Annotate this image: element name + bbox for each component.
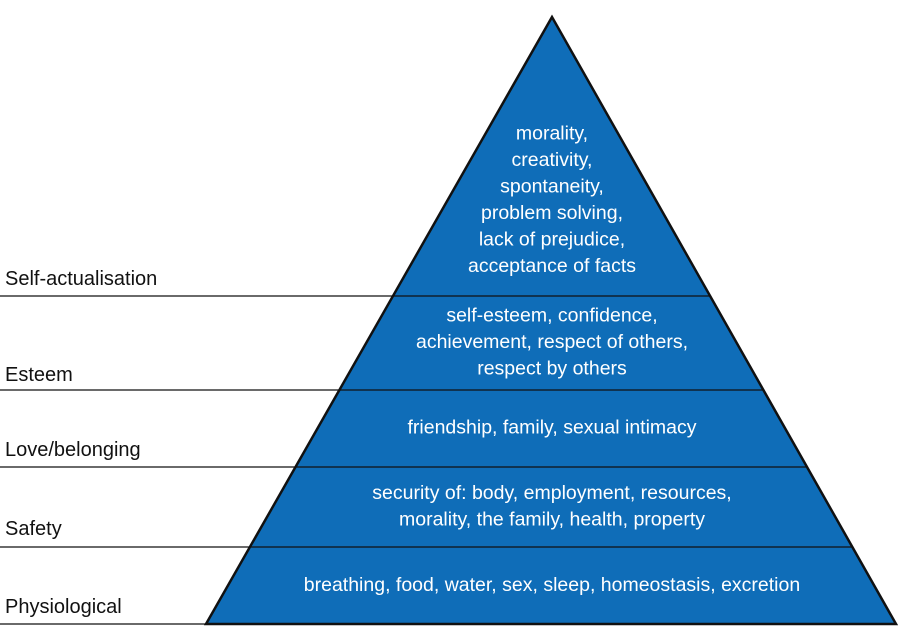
tier-text-line: problem solving, — [481, 202, 623, 224]
pyramid-tier-texts: morality, creativity, spontaneity, problem … — [304, 122, 800, 596]
tier-esteem: self-esteem, confidence, achievement, res… — [416, 305, 688, 380]
tier-text-line: acceptance of facts — [468, 255, 636, 277]
tier-text-line: breathing, food, water, sex, sleep, home… — [304, 574, 800, 596]
tier-love-belonging: friendship, family, sexual intimacy — [408, 417, 697, 439]
level-label-physiological: Physiological — [5, 596, 122, 618]
tier-physiological: breathing, food, water, sex, sleep, home… — [304, 574, 800, 596]
tier-self-actualisation: morality, creativity, spontaneity, problem … — [468, 122, 636, 277]
tier-text-line: respect by others — [477, 358, 627, 380]
level-label-esteem: Esteem — [5, 364, 73, 386]
level-label-self-actualisation: Self-actualisation — [5, 268, 157, 290]
tier-text-line: lack of prejudice, — [479, 228, 625, 250]
tier-text-line: security of: body, employment, resources… — [372, 482, 731, 504]
level-divider-lines — [0, 295, 853, 625]
tier-text-line: friendship, family, sexual intimacy — [408, 417, 697, 439]
tier-text-line: morality, the family, health, property — [399, 508, 705, 530]
tier-text-line: spontaneity, — [500, 175, 604, 197]
tier-text-line: morality, — [516, 122, 588, 144]
tier-text-line: self-esteem, confidence, — [446, 305, 657, 327]
level-label-love-belonging: Love/belonging — [5, 439, 141, 461]
tier-text-line: achievement, respect of others, — [416, 331, 688, 353]
level-label-safety: Safety — [5, 518, 62, 540]
tier-safety: security of: body, employment, resources… — [372, 482, 731, 531]
level-labels: Self-actualisationEsteemLove/belongingSa… — [5, 268, 157, 618]
pyramid-shape — [203, 14, 899, 626]
tier-text-line: creativity, — [512, 149, 593, 171]
